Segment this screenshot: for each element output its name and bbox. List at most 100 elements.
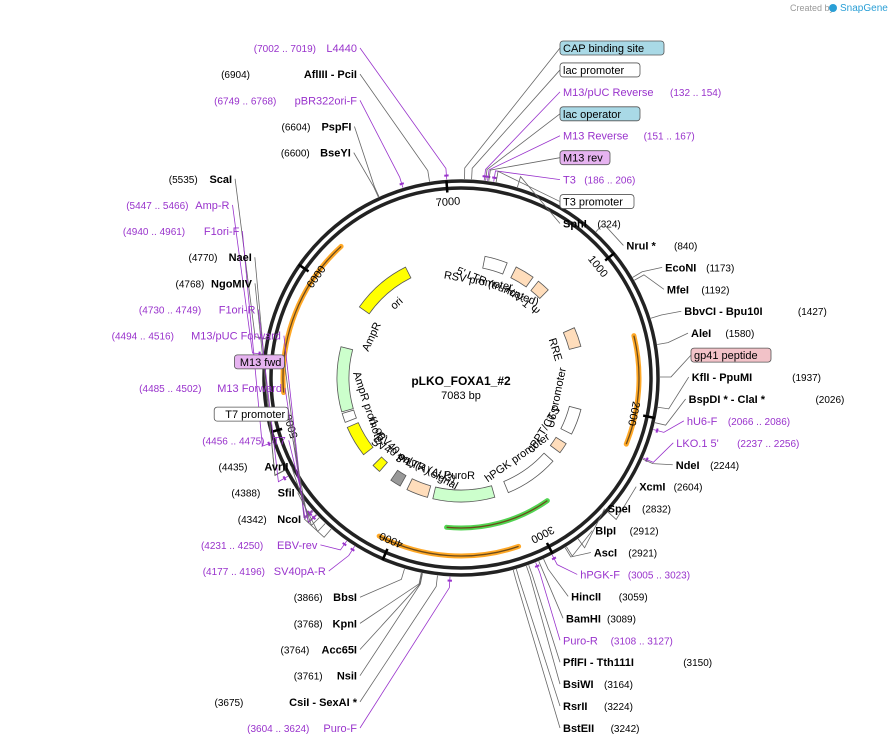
site-name-m13-forward: M13 Forward [217, 383, 282, 395]
plasmid-size: 7083 bp [441, 390, 481, 402]
site-name-kfli-ppumi: KflI - PpuMI [692, 372, 753, 384]
site-m13-puc-reverse[interactable]: M13/pUC Reverse(132 .. 154) [482, 87, 722, 181]
site-hpgk-f[interactable]: hPGK-F(3005 .. 3023) [551, 554, 690, 582]
feature-shape-3-ltr-u3 [406, 478, 432, 498]
site-bamhi[interactable]: BamHI(3089) [538, 561, 636, 625]
site-pos-ebv-rev: (4231 .. 4250) [201, 541, 263, 552]
site-kfli-ppumi[interactable]: KflI - PpuMI(1937) [657, 372, 821, 410]
site-lac-promoter[interactable]: lac promoter [471, 62, 641, 180]
site-leader-acc65i [359, 573, 423, 650]
site-lko-1-5[interactable]: LKO.1 5'(2237 .. 2256) [643, 438, 799, 463]
site-name-nrui: NruI * [626, 240, 656, 252]
site-blpi[interactable]: BlpI(2912) [566, 526, 659, 557]
feature-shape-hpgk-promoter [503, 452, 554, 494]
site-bsteii[interactable]: BstEII(3242) [512, 569, 640, 735]
site-pos-nsii: (3761) [294, 672, 323, 683]
site-bsiwi[interactable]: BsiWI(3164) [526, 565, 633, 691]
site-pos-bamhi: (3089) [607, 614, 636, 625]
site-afliii-pcii[interactable]: AflIII - PciI(6904) [221, 69, 430, 182]
feature-arcs [280, 243, 642, 559]
site-sv40pa-r[interactable]: SV40pA-R(4177 .. 4196) [203, 545, 356, 578]
site-t3[interactable]: T3(186 .. 206) [492, 170, 635, 187]
site-nrui[interactable]: NruI *(840) [595, 223, 697, 253]
site-pbr322ori-f[interactable]: pBR322ori-F(6749 .. 6768) [214, 95, 405, 188]
site-m13-reverse[interactable]: M13 Reverse(151 .. 167) [485, 131, 695, 181]
site-name-lac-promoter: lac promoter [563, 65, 624, 77]
site-gp41-peptide[interactable]: gp41 peptide [659, 347, 772, 378]
site-pos-pflfi-tth111i: (3150) [683, 658, 712, 669]
site-m13-fwd[interactable]: M13 fwd [234, 354, 313, 519]
site-sphi[interactable]: SphI(324) [517, 175, 621, 231]
site-pos-l4440: (7002 .. 7019) [254, 44, 316, 55]
site-econi[interactable]: EcoNI(1173) [632, 262, 735, 278]
site-hu6-f[interactable]: hU6-F(2066 .. 2086) [653, 416, 790, 433]
primer-mark-m13-forward [308, 511, 313, 517]
site-pos-puro-r: (3108 .. 3127) [611, 636, 673, 647]
site-pos-spei: (2832) [642, 505, 671, 516]
site-name-rsrii: RsrII [563, 701, 587, 713]
site-bbsi[interactable]: BbsI(3866) [294, 568, 405, 604]
site-amp-r[interactable]: Amp-R(5447 .. 5466) [126, 200, 264, 357]
site-box-t7-promoter [213, 406, 289, 422]
site-alei[interactable]: AleI(1580) [657, 328, 754, 345]
site-pos-pspfi: (6604) [282, 122, 311, 133]
site-asci[interactable]: AscI(2921) [564, 547, 657, 560]
site-bbvci-bpu10i[interactable]: BbvCI - Bpu10I(1427) [650, 306, 827, 319]
site-pos-ngomiv: (4768) [175, 279, 204, 290]
site-xcmi[interactable]: XcmI(2604) [607, 482, 703, 521]
feature-shape-5-ltr-truncated [510, 266, 534, 288]
tick-6000 [298, 263, 310, 273]
site-pflfi-tth111i[interactable]: PflFI - Tth111I(3150) [528, 564, 712, 669]
site-name-m13-rev: M13 rev [563, 153, 603, 165]
site-pos-lko-1-5: (2237 .. 2256) [737, 439, 799, 450]
site-pos-acc65i: (3764) [280, 646, 309, 657]
site-ncoi[interactable]: NcoI(4342) [238, 514, 332, 538]
site-ebv-rev[interactable]: EBV-rev (4231 .. 4250) [201, 540, 348, 552]
feature-rre[interactable]: RRE [546, 327, 582, 363]
site-leader-bseyi [353, 152, 379, 198]
site-name-bspdi-clai: BspDI * - ClaI * [689, 394, 766, 406]
site-csii-sexai[interactable]: CsiI - SexAI *(3675) [214, 575, 438, 709]
site-puro-r[interactable]: Puro-R(3108 .. 3127) [534, 562, 673, 647]
site-pos-f1ori-f: (4940 .. 4961) [123, 227, 185, 238]
site-name-gp41-peptide: gp41 peptide [694, 350, 758, 362]
site-name-ebv-rev: EBV-rev [277, 540, 318, 552]
site-kpni[interactable]: KpnI(3768) [294, 572, 422, 630]
site-name-t3: T3 [563, 175, 576, 187]
site-t3-promoter[interactable]: T3 promoter [495, 170, 635, 209]
feature-shape-u6-promoter [560, 405, 582, 435]
site-ndei[interactable]: NdeI(2244) [642, 458, 739, 472]
site-pspfi[interactable]: PspFI(6604) [282, 121, 380, 197]
site-spei[interactable]: SpeI(2832) [577, 504, 671, 549]
site-cap-binding-site[interactable]: CAP binding site [464, 40, 665, 180]
site-nsii[interactable]: NsiI(3761) [294, 573, 423, 683]
site-leader-mfei [634, 274, 665, 290]
site-name-cap-binding-site: CAP binding site [563, 43, 644, 55]
feature-rsv-promoter[interactable]: RSV promoter [443, 255, 514, 294]
credit-brand: SnapGene [840, 3, 888, 14]
site-f1ori-f[interactable]: F1ori-F(4940 .. 4961) [123, 226, 273, 447]
site-acc65i[interactable]: Acc65I(3764) [280, 573, 423, 657]
feature-ori[interactable]: ori [358, 266, 412, 315]
primer-mark-pbr322ori-f [399, 182, 405, 186]
site-lac-operator[interactable]: lac operator [485, 106, 641, 181]
site-m13-rev[interactable]: M13 rev [488, 150, 611, 182]
site-leader-m13-rev [488, 157, 561, 182]
site-leader-bbvci-bpu10i [650, 310, 682, 319]
backbone-outer-ring [262, 179, 660, 577]
site-bspdi-clai[interactable]: BspDI * - ClaI *(2026) [654, 394, 844, 426]
feature-u6-promoter[interactable]: U6 promoter [545, 366, 582, 435]
site-puro-f[interactable]: Puro-F(3604 .. 3624) [247, 576, 452, 735]
site-leader-hincii [543, 558, 569, 597]
site-mfei[interactable]: MfeI(1192) [634, 274, 729, 296]
feature-puror[interactable]: PuroR [432, 470, 496, 503]
feature-label-rre: RRE [546, 337, 564, 363]
site-ngomiv[interactable]: NgoMIV(4768) [175, 278, 285, 477]
site-leader-ebv-rev [320, 540, 348, 551]
site-bseyi[interactable]: BseYI(6600) [281, 148, 379, 198]
site-rsrii[interactable]: RsrII(3224) [515, 569, 633, 713]
orf-outer-left-core [282, 245, 342, 393]
site-hincii[interactable]: HincII(3059) [543, 558, 648, 603]
site-l4440[interactable]: L4440(7002 .. 7019) [254, 43, 449, 180]
site-pos-ndei: (2244) [710, 461, 739, 472]
